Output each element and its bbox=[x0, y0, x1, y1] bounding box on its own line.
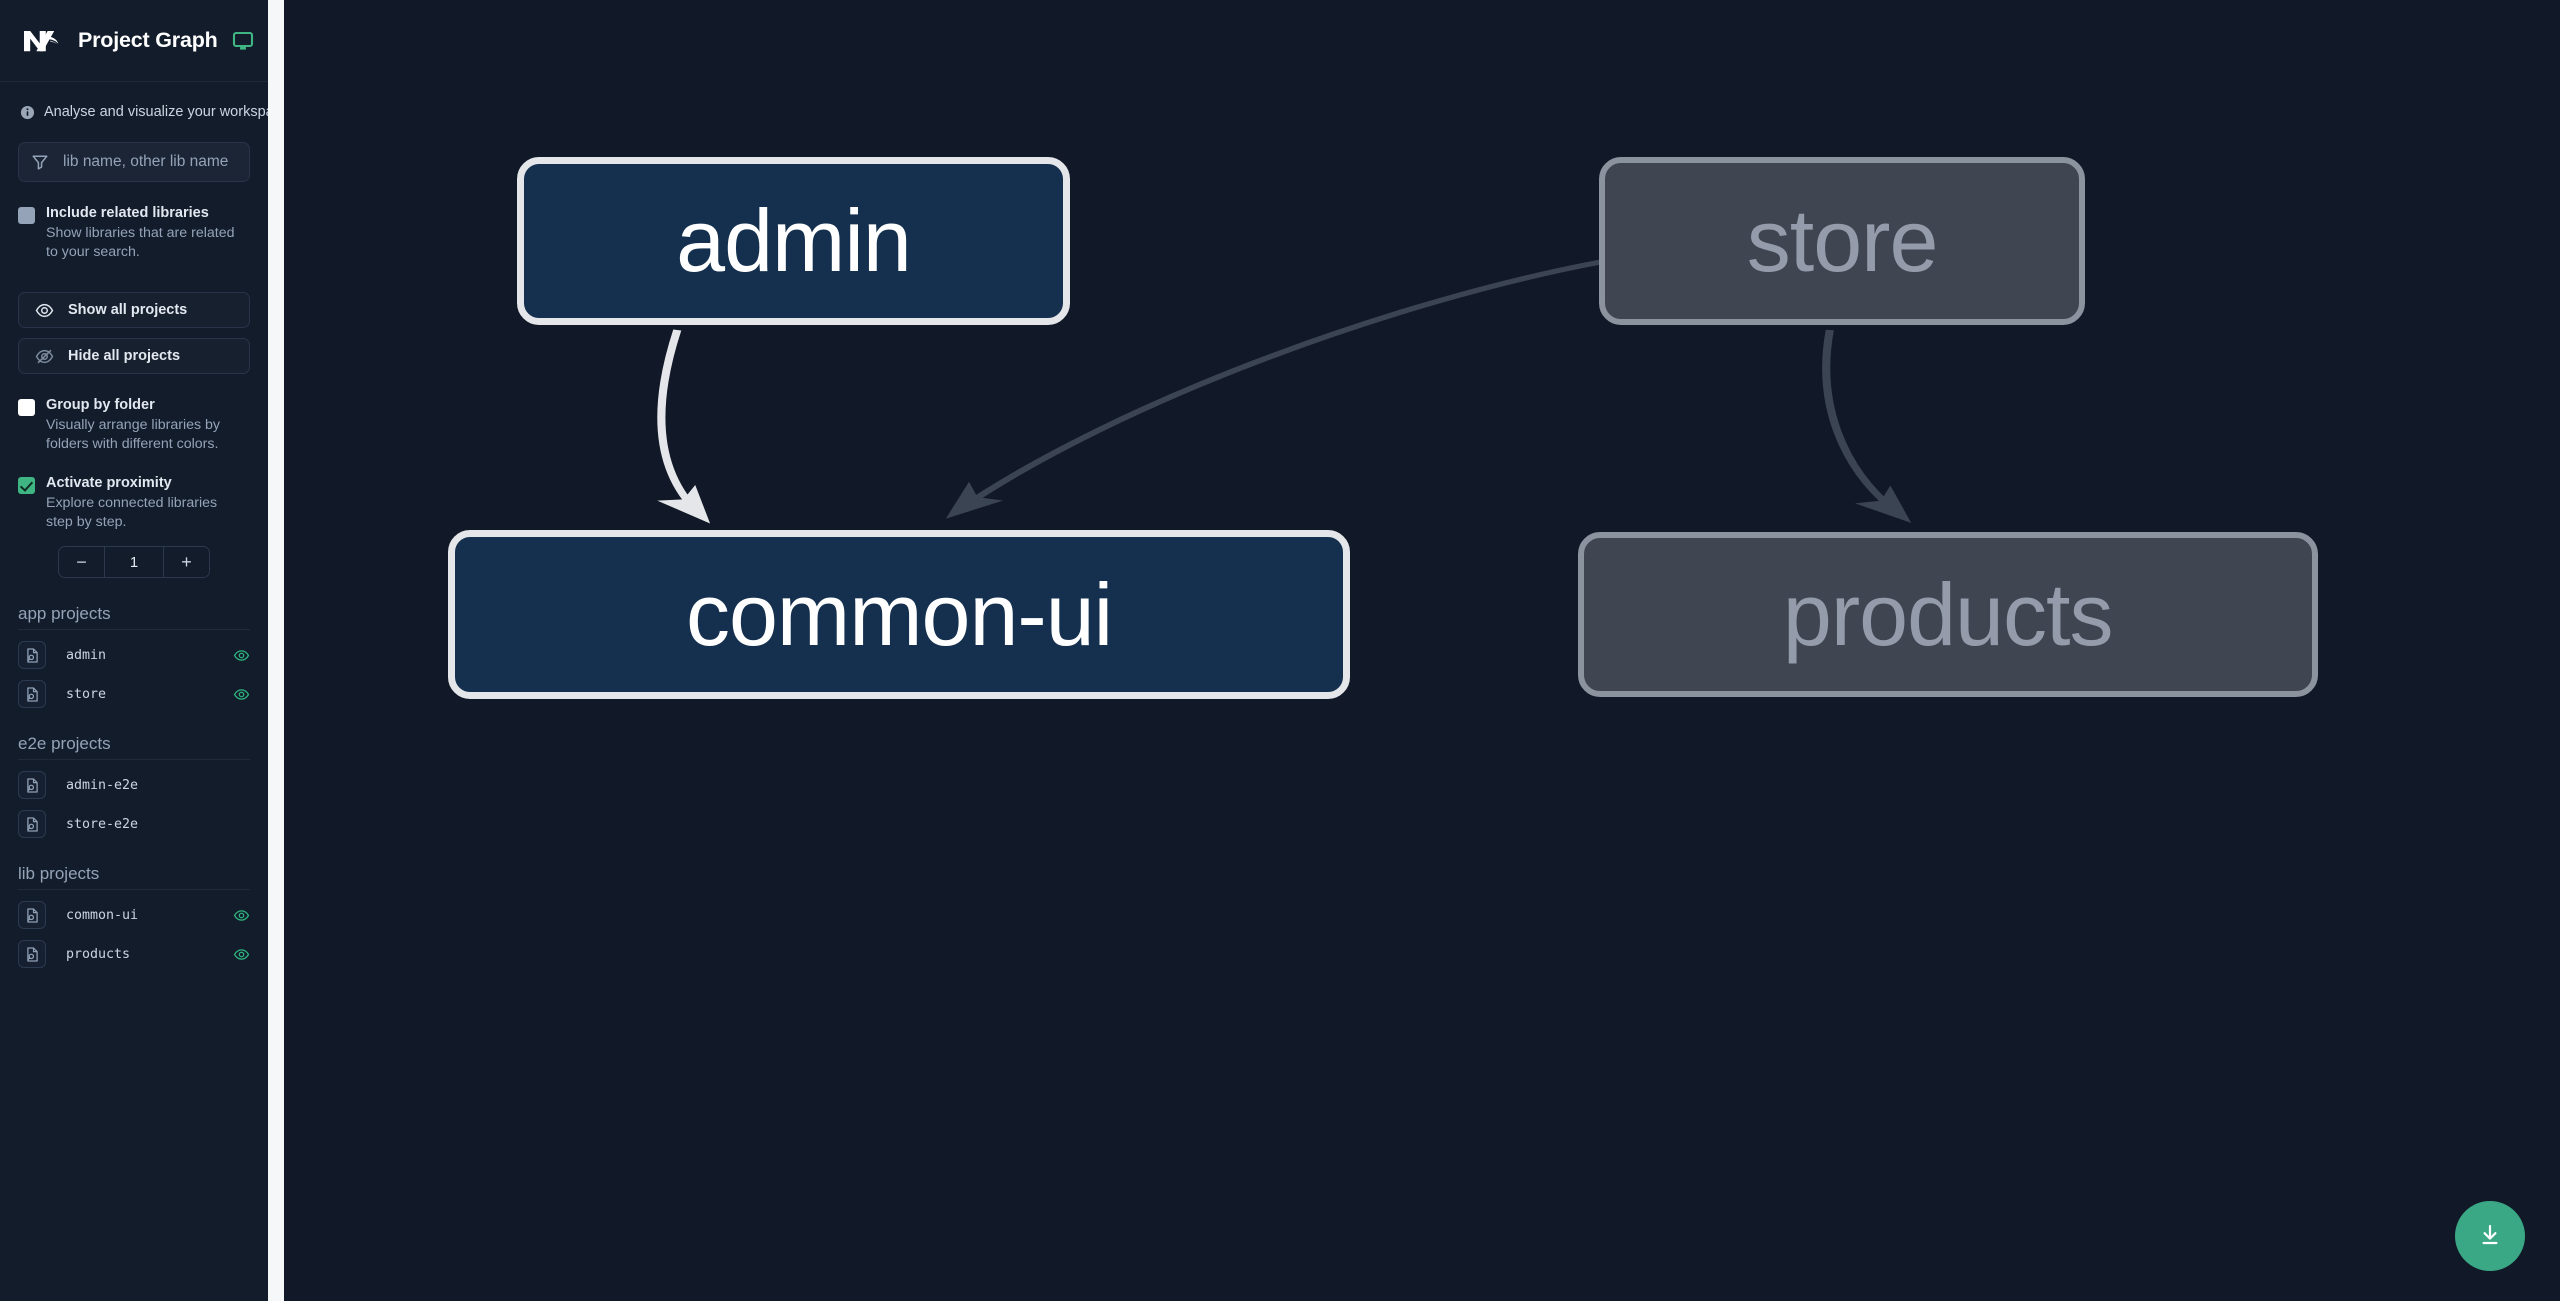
option-texts: Group by folder Visually arrange librari… bbox=[46, 396, 236, 454]
project-group: lib projects common-ui products bbox=[0, 864, 268, 968]
proximity-value: 1 bbox=[105, 547, 163, 577]
option-description: Show libraries that are related to your … bbox=[46, 225, 235, 260]
project-name: common-ui bbox=[66, 907, 139, 923]
option-texts: Activate proximity Explore connected lib… bbox=[46, 474, 236, 532]
option-label: Group by folder bbox=[46, 397, 155, 413]
project-file-icon bbox=[18, 771, 46, 799]
show-all-projects-button[interactable]: Show all projects bbox=[18, 292, 250, 328]
project-file-icon bbox=[18, 901, 46, 929]
download-graph-button[interactable] bbox=[2455, 1201, 2525, 1271]
project-list-item[interactable]: store-e2e bbox=[18, 810, 250, 838]
search-box[interactable] bbox=[18, 142, 263, 182]
edge-admin-to-common-ui bbox=[657, 329, 711, 524]
project-visibility-eye-icon[interactable] bbox=[233, 686, 250, 703]
graph-node-products[interactable]: products bbox=[1577, 532, 2318, 697]
project-groups: app projects admin store e2e projects admin-… bbox=[0, 578, 268, 968]
proximity-increment-button[interactable]: + bbox=[163, 547, 209, 577]
graph-node-label: common-ui bbox=[685, 564, 1113, 664]
project-visibility-eye-icon bbox=[233, 816, 250, 833]
info-icon bbox=[20, 105, 35, 120]
monitor-icon[interactable] bbox=[232, 30, 254, 52]
project-group-title: e2e projects bbox=[18, 734, 250, 760]
activate-proximity-checkbox[interactable] bbox=[18, 477, 35, 494]
option-texts: Include related libraries Show libraries… bbox=[46, 204, 236, 262]
eye-icon bbox=[35, 301, 54, 320]
show-all-projects-label: Show all projects bbox=[68, 302, 188, 318]
project-list-item[interactable]: admin bbox=[18, 641, 250, 669]
sidebar-subtitle: Analyse and visualize your workspace. bbox=[44, 104, 268, 120]
project-list-item[interactable]: store bbox=[18, 680, 250, 708]
option-group-by-folder[interactable]: Group by folder Visually arrange librari… bbox=[0, 396, 268, 454]
graph-node-label: store bbox=[1746, 191, 1939, 290]
nx-logo bbox=[18, 18, 64, 64]
graph-node-store[interactable]: store bbox=[1598, 157, 2086, 325]
proximity-stepper-group: − 1 + bbox=[58, 546, 210, 578]
project-group-title: lib projects bbox=[18, 864, 250, 890]
project-name: products bbox=[66, 946, 131, 962]
graph-edges bbox=[657, 259, 1912, 524]
graph-node-common-ui[interactable]: common-ui bbox=[448, 530, 1351, 699]
project-group-title: app projects bbox=[18, 604, 250, 630]
option-activate-proximity[interactable]: Activate proximity Explore connected lib… bbox=[0, 474, 268, 532]
option-include-related-libraries[interactable]: Include related libraries Show libraries… bbox=[0, 204, 268, 262]
proximity-decrement-button[interactable]: − bbox=[59, 547, 105, 577]
project-group: e2e projects admin-e2e store-e2e bbox=[0, 734, 268, 838]
hide-all-projects-label: Hide all projects bbox=[68, 348, 181, 364]
project-file-icon bbox=[18, 641, 46, 669]
project-group: app projects admin store bbox=[0, 604, 268, 708]
search-input[interactable] bbox=[63, 153, 263, 171]
project-visibility-eye-icon bbox=[233, 777, 250, 794]
graph-node-admin[interactable]: admin bbox=[516, 157, 1071, 325]
project-name: store-e2e bbox=[66, 816, 139, 832]
project-name: store bbox=[66, 686, 107, 702]
include-related-libraries-checkbox[interactable] bbox=[18, 207, 35, 224]
filter-funnel-icon bbox=[31, 153, 49, 171]
project-file-icon bbox=[18, 940, 46, 968]
project-name: admin-e2e bbox=[66, 777, 139, 793]
graph-node-label: admin bbox=[676, 191, 912, 290]
project-visibility-eye-icon[interactable] bbox=[233, 907, 250, 924]
project-file-icon bbox=[18, 810, 46, 838]
option-label: Include related libraries bbox=[46, 205, 209, 221]
page-title: Project Graph bbox=[78, 28, 218, 52]
sidebar: Project Graph Analyse and visualize your… bbox=[0, 0, 268, 1301]
edge-store-to-common-ui bbox=[945, 259, 1602, 519]
group-by-folder-checkbox[interactable] bbox=[18, 399, 35, 416]
sidebar-subtitle-row: Analyse and visualize your workspace. bbox=[0, 82, 268, 120]
graph-node-label: products bbox=[1782, 564, 2114, 664]
option-label: Activate proximity bbox=[46, 475, 172, 491]
project-file-icon bbox=[18, 680, 46, 708]
project-visibility-eye-icon[interactable] bbox=[233, 647, 250, 664]
project-list-item[interactable]: common-ui bbox=[18, 901, 250, 929]
option-description: Explore connected libraries step by step… bbox=[46, 495, 218, 530]
project-list-item[interactable]: products bbox=[18, 940, 250, 968]
download-icon bbox=[2477, 1222, 2503, 1251]
project-name: admin bbox=[66, 647, 107, 663]
option-description: Visually arrange libraries by folders wi… bbox=[46, 417, 221, 452]
hide-all-projects-button[interactable]: Hide all projects bbox=[18, 338, 250, 374]
sidebar-scrollbar[interactable] bbox=[268, 0, 284, 1301]
graph-canvas[interactable]: admin store common-ui products bbox=[268, 0, 2560, 1301]
proximity-stepper: − 1 + bbox=[18, 546, 250, 578]
project-visibility-eye-icon[interactable] bbox=[233, 946, 250, 963]
eye-off-icon bbox=[35, 347, 54, 366]
project-list-item[interactable]: admin-e2e bbox=[18, 771, 250, 799]
sidebar-header: Project Graph bbox=[0, 0, 268, 82]
edge-store-to-products bbox=[1822, 329, 1912, 523]
